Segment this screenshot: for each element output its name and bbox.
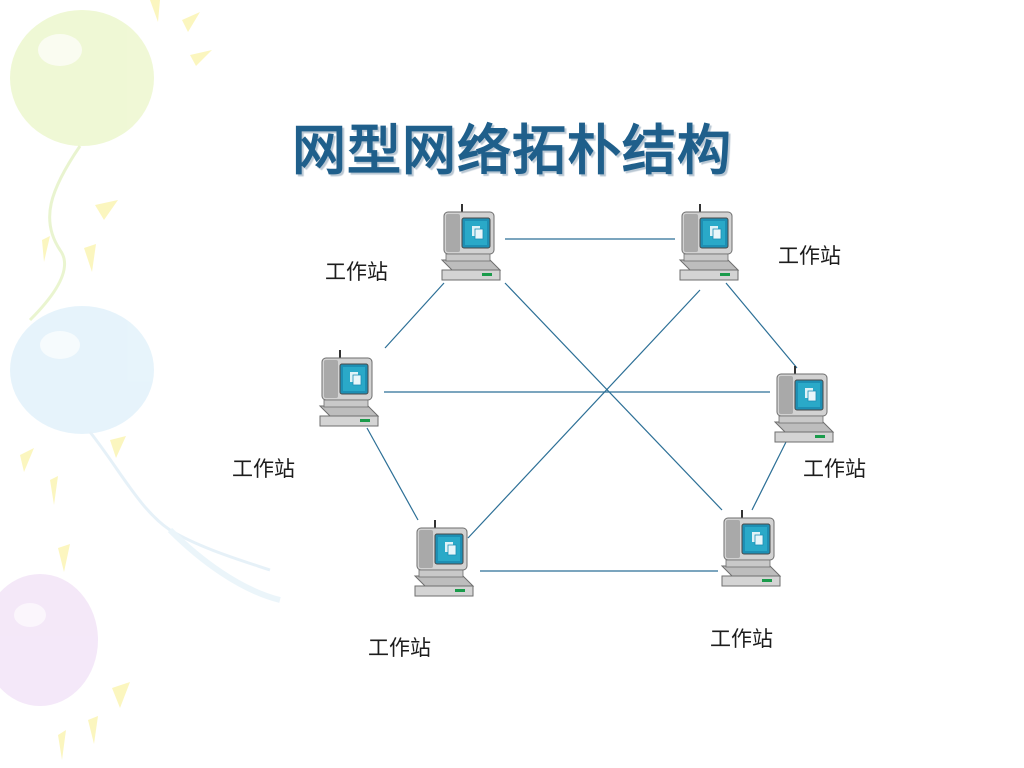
page-title: 网型网络拓朴结构 (292, 118, 732, 182)
node-label-top-right: 工作站 (778, 244, 841, 268)
workstation-icon (721, 509, 781, 587)
link-top-right-mid-right (725, 282, 798, 369)
network-links (366, 238, 798, 572)
yellow-rays-decoration (20, 0, 212, 760)
link-top-left-mid-left (384, 282, 445, 349)
node-mid-right (774, 365, 834, 443)
link-mid-left-bottom-left (366, 427, 419, 521)
workstation-icon (774, 365, 834, 443)
node-label-mid-left: 工作站 (232, 457, 295, 481)
blue-balloon-icon (10, 306, 281, 603)
node-label-bottom-left: 工作站 (368, 636, 431, 660)
node-bottom-left (414, 519, 474, 597)
link-mid-right-bottom-right (751, 441, 787, 511)
workstation-icon (679, 203, 739, 281)
workstation-icon (319, 349, 379, 427)
workstation-icon (441, 203, 501, 281)
node-top-right (679, 203, 739, 281)
node-label-mid-right: 工作站 (803, 457, 866, 481)
workstation-icon (414, 519, 474, 597)
purple-balloon-icon (0, 574, 98, 706)
node-label-bottom-right: 工作站 (710, 627, 773, 651)
link-top-right-bottom-left (467, 289, 701, 539)
node-label-top-left: 工作站 (325, 260, 388, 284)
node-mid-left (319, 349, 379, 427)
node-top-left (441, 203, 501, 281)
link-top-left-bottom-right (504, 282, 723, 511)
node-bottom-right (721, 509, 781, 587)
green-balloon-icon (10, 10, 154, 322)
